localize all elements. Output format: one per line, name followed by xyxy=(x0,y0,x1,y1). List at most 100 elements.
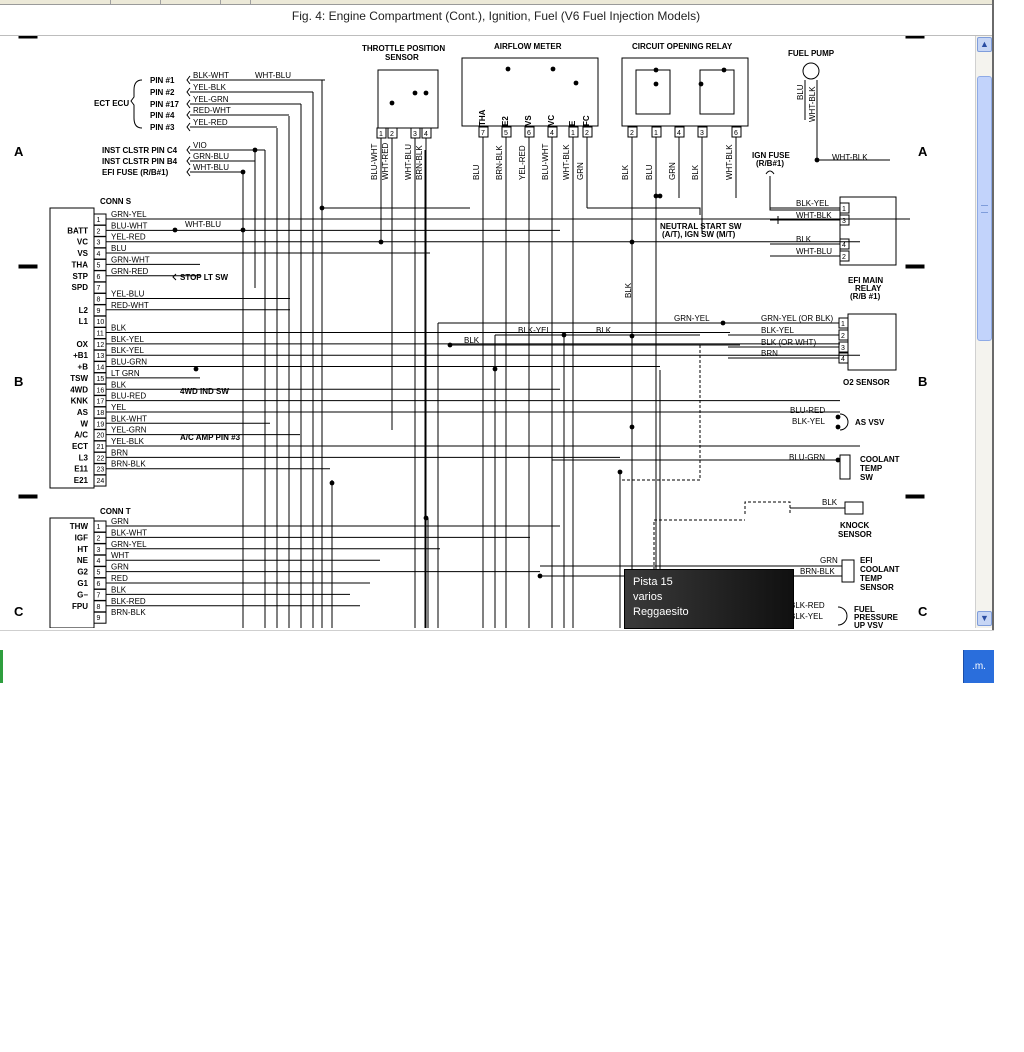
junction-dot xyxy=(447,342,453,348)
o2-sensor xyxy=(847,313,897,371)
conn-t-pin xyxy=(93,611,107,624)
tooltip-title: Reggaesito xyxy=(633,606,689,618)
fuel-pump-title: FUEL PUMP xyxy=(788,49,835,58)
pin-label: E21 xyxy=(74,476,89,485)
wire-path xyxy=(653,519,745,620)
wire-path xyxy=(769,176,840,211)
connector-chevron xyxy=(186,99,191,109)
zone-label-c: C xyxy=(14,604,24,619)
wires xyxy=(106,75,910,628)
o2-pin xyxy=(838,329,849,341)
status-area xyxy=(0,630,994,683)
pin-number: 6 xyxy=(527,130,531,137)
wire-label: BLU-WHT xyxy=(541,143,550,180)
wire-label: YEL-BLK xyxy=(193,83,227,92)
wire-label: BLU-WHT xyxy=(111,221,148,230)
wire-label: BLU-RED xyxy=(111,392,146,401)
afm-pin xyxy=(568,126,579,138)
junction-dot xyxy=(721,67,727,73)
as-vsv-label: AS VSV xyxy=(855,418,885,427)
vertical-scrollbar[interactable]: ▲ ▼ xyxy=(975,36,993,628)
pin-label: E11 xyxy=(74,465,88,474)
wire-label: BLK-YEL xyxy=(111,346,144,355)
junction-dot xyxy=(319,205,325,211)
pin-number: 3 xyxy=(97,240,101,247)
pin-label: OX xyxy=(76,340,88,349)
zone-tick xyxy=(18,36,38,39)
pin-number: 2 xyxy=(585,130,589,137)
scroll-up-button[interactable]: ▲ xyxy=(977,37,992,52)
inst-cluster-label: EFI FUSE (R/B#1) xyxy=(102,168,169,177)
tooltip-artist: varios xyxy=(633,591,663,603)
pin-number: 20 xyxy=(97,433,105,440)
wire-label: RED-WHT xyxy=(193,106,231,115)
toolbar-button[interactable] xyxy=(40,0,111,4)
pin-number: 13 xyxy=(97,353,105,360)
wire-label: WHT xyxy=(111,551,129,560)
wire-label: BLU xyxy=(111,244,127,253)
junction-dot xyxy=(389,100,395,106)
scroll-thumb[interactable] xyxy=(977,76,992,341)
pin-number: 19 xyxy=(97,421,105,428)
o2-pin xyxy=(838,317,849,329)
junction-dot xyxy=(423,515,429,521)
wire-label: BLU-GRN xyxy=(789,453,825,462)
scroll-down-button[interactable]: ▼ xyxy=(977,611,992,626)
pin-number: 2 xyxy=(842,254,846,261)
toolbar-button[interactable] xyxy=(110,0,161,4)
zone-label-c: C xyxy=(918,604,928,619)
start-button-edge[interactable] xyxy=(0,650,3,683)
toolbar-button[interactable] xyxy=(220,0,251,4)
pin-number: 7 xyxy=(481,130,485,137)
circuit-opening-relay xyxy=(621,57,749,127)
pin-number: 17 xyxy=(97,399,105,406)
pin-number: 1 xyxy=(379,131,383,138)
airflow-meter-title: AIRFLOW METER xyxy=(494,42,562,51)
wire-label: GRN xyxy=(111,517,129,526)
efi-coolant-label: SENSOR xyxy=(860,583,894,592)
pin-number: 12 xyxy=(97,342,105,349)
o2-pin xyxy=(838,341,849,353)
afm-terminal: E xyxy=(568,120,577,126)
efi-relay-title: (R/B #1) xyxy=(850,292,881,301)
wire-label: YEL-GRN xyxy=(193,95,229,104)
taskbar-tray[interactable]: .m. xyxy=(963,650,994,683)
wire-label: WHT-BLU xyxy=(185,220,221,229)
pin-number: 4 xyxy=(841,356,845,363)
connector-chevron xyxy=(172,273,177,281)
zone-label-a: A xyxy=(918,144,928,159)
pin-number: 8 xyxy=(97,296,101,303)
connector-chevron xyxy=(186,122,191,132)
wire-label: YEL-RED xyxy=(518,145,527,180)
pin-number: 5 xyxy=(97,570,101,577)
pin-label: L3 xyxy=(79,453,89,462)
pin-number: 1 xyxy=(654,130,658,137)
toolbar-button[interactable] xyxy=(160,0,221,4)
pin-number: 3 xyxy=(842,218,846,225)
wire-label: BLK-YEL xyxy=(790,612,823,621)
tooltip-track: Pista 15 xyxy=(633,576,673,588)
pin-label: TSW xyxy=(70,374,88,383)
circuit-opening-relay-title: CIRCUIT OPENING RELAY xyxy=(632,42,733,51)
wire-label: BRN-BLK xyxy=(495,145,504,180)
wire-label: GRN xyxy=(576,162,585,180)
junction-dot xyxy=(252,147,258,153)
efi-main-relay xyxy=(839,196,897,266)
junction-dot xyxy=(653,81,659,87)
pin-label: BATT xyxy=(67,226,88,235)
ecu-label: ECT ECU xyxy=(94,99,129,108)
toolbar xyxy=(0,0,992,5)
knock-sensor-label: SENSOR xyxy=(838,530,872,539)
junction-dot xyxy=(505,66,511,72)
connector-chevron xyxy=(186,156,191,166)
wire-label: YEL-RED xyxy=(193,118,228,127)
pin-label: KNK xyxy=(71,397,89,406)
pin-number: 4 xyxy=(97,251,101,258)
wire-label: BLU-WHT xyxy=(370,143,379,180)
wire-label: BLK-RED xyxy=(111,597,146,606)
pin-label: G2 xyxy=(77,568,88,577)
junction-dot xyxy=(378,239,384,245)
ecu-pin-label: PIN #17 xyxy=(150,100,179,109)
conn-s-label: CONN S xyxy=(100,197,132,206)
